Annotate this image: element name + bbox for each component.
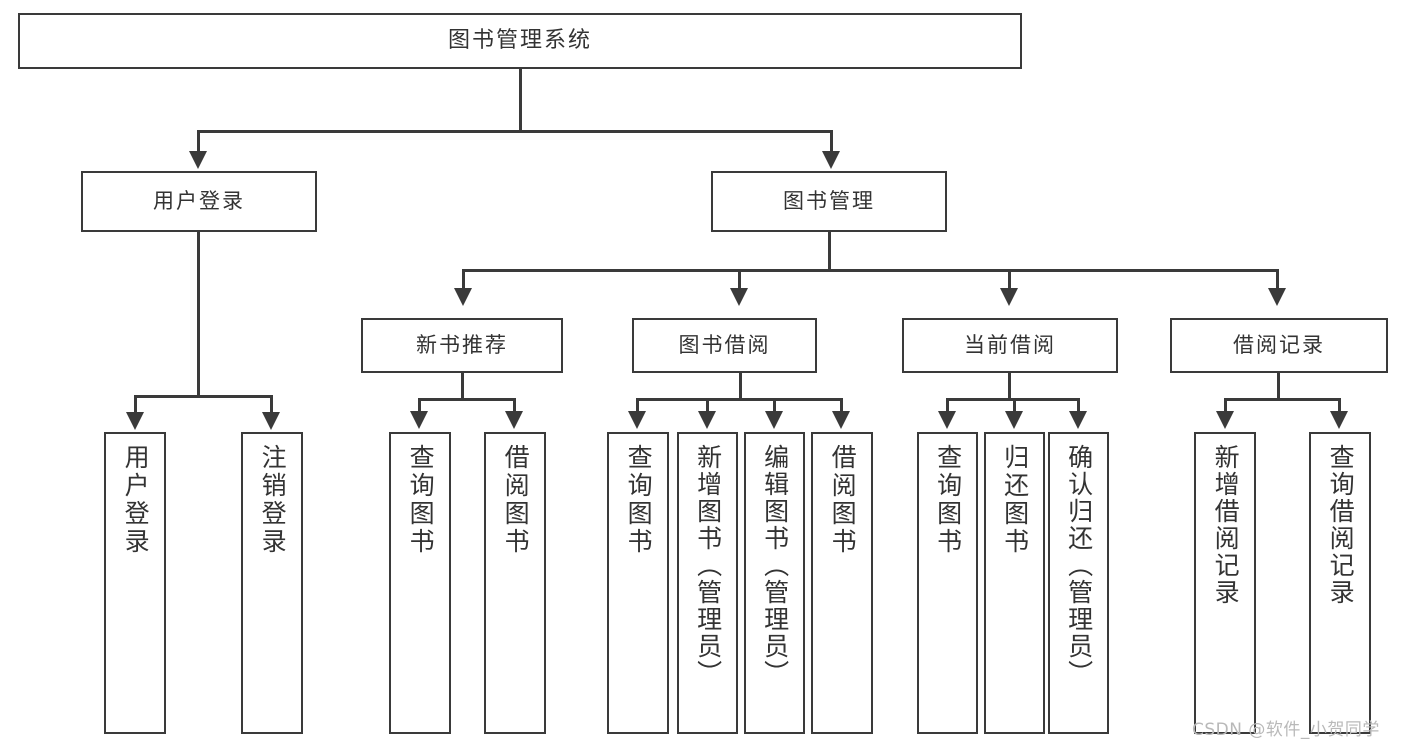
leaf-query-book-borrow[interactable]: 查询图书 [607, 432, 669, 734]
connector-user-login-child-2 [270, 395, 273, 415]
node-label: 查询图书 [624, 444, 654, 556]
arrowhead-leaf-borrow-book-a [505, 411, 523, 429]
arrowhead-to-book-borrow [730, 288, 748, 306]
connector-user-login-stem [197, 232, 200, 398]
leaf-add-borrow-record[interactable]: 新增借阅记录 [1194, 432, 1256, 734]
leaf-logout[interactable]: 注销登录 [241, 432, 303, 734]
connector-to-user-login [197, 130, 200, 155]
leaf-borrow-book-borrow[interactable]: 借阅图书 [811, 432, 873, 734]
leaf-borrow-book-recommend[interactable]: 借阅图书 [484, 432, 546, 734]
node-user-login[interactable]: 用户登录 [81, 171, 317, 232]
leaf-edit-book-admin[interactable]: 编辑图书（管理员） [744, 432, 805, 734]
connector-new-book-recommend-stem [461, 373, 464, 401]
node-label: 查询图书 [406, 444, 436, 556]
connector-current-borrow-stem [1008, 373, 1011, 401]
connector-user-login-child-1 [134, 395, 137, 415]
leaf-add-book-admin[interactable]: 新增图书（管理员） [677, 432, 738, 734]
connector-cb-child-3 [1077, 398, 1080, 414]
connector-to-book-management [830, 130, 833, 155]
node-label: 新增借阅记录 [1211, 444, 1241, 606]
arrowhead-leaf-borrow-book-b [832, 411, 850, 429]
connector-borrow-record-stem [1277, 373, 1280, 401]
connector-book-borrow-bus [636, 398, 842, 401]
node-new-book-recommend[interactable]: 新书推荐 [361, 318, 563, 373]
arrowhead-leaf-user-login [126, 412, 144, 430]
arrowhead-to-new-book-recommend [454, 288, 472, 306]
connector-new-book-recommend-bus [418, 398, 516, 401]
connector-root-stem [519, 69, 522, 132]
connector-br-child-2 [1338, 398, 1341, 414]
node-book-management[interactable]: 图书管理 [711, 171, 947, 232]
leaf-query-book-recommend[interactable]: 查询图书 [389, 432, 451, 734]
node-label: 查询图书 [933, 444, 963, 556]
connector-bb-child-3 [773, 398, 776, 414]
connector-level3-bus [462, 269, 1279, 272]
node-label: 查询借阅记录 [1326, 444, 1356, 606]
connector-cb-child-1 [946, 398, 949, 414]
connector-nbr-child-2 [513, 398, 516, 414]
node-label: 归还图书 [1000, 444, 1030, 556]
leaf-query-book-current[interactable]: 查询图书 [917, 432, 978, 734]
connector-br-child-1 [1224, 398, 1227, 414]
arrowhead-leaf-add-book [698, 411, 716, 429]
node-label: 当前借阅 [964, 333, 1056, 358]
connector-to-new-book-recommend [462, 269, 465, 291]
node-current-borrow[interactable]: 当前借阅 [902, 318, 1118, 373]
arrowhead-to-book-management [822, 151, 840, 169]
connector-user-login-bus [134, 395, 273, 398]
csdn-watermark: CSDN @软件_小贺同学 [1192, 720, 1380, 740]
arrowhead-leaf-return-book [1005, 411, 1023, 429]
connector-book-borrow-stem [739, 373, 742, 401]
node-label: 借阅图书 [828, 444, 858, 556]
node-label: 图书借阅 [678, 333, 771, 358]
node-label: 新增图书（管理员） [693, 444, 723, 687]
node-label: 图书管理系统 [447, 28, 592, 54]
connector-to-current-borrow [1008, 269, 1011, 291]
arrowhead-leaf-query-book-c [938, 411, 956, 429]
node-label: 借阅图书 [501, 444, 531, 556]
node-label: 借阅记录 [1233, 333, 1325, 358]
node-label: 用户登录 [153, 189, 245, 214]
connector-root-bus [197, 130, 833, 133]
arrowhead-leaf-logout [262, 412, 280, 430]
connector-book-management-stem [828, 232, 831, 271]
leaf-return-book[interactable]: 归还图书 [984, 432, 1045, 734]
arrowhead-to-user-login [189, 151, 207, 169]
arrowhead-leaf-confirm-return [1069, 411, 1087, 429]
connector-nbr-child-1 [418, 398, 421, 414]
arrowhead-leaf-query-borrow-record [1330, 411, 1348, 429]
leaf-confirm-return-admin[interactable]: 确认归还（管理员） [1048, 432, 1109, 734]
arrowhead-leaf-query-book-a [410, 411, 428, 429]
connector-bb-child-1 [636, 398, 639, 414]
arrowhead-leaf-add-borrow-record [1216, 411, 1234, 429]
node-borrow-record[interactable]: 借阅记录 [1170, 318, 1388, 373]
arrowhead-leaf-edit-book [765, 411, 783, 429]
node-label: 新书推荐 [416, 333, 508, 358]
arrowhead-leaf-query-book-b [628, 411, 646, 429]
connector-cb-child-2 [1013, 398, 1016, 414]
connector-bb-child-4 [840, 398, 843, 414]
leaf-query-borrow-record[interactable]: 查询借阅记录 [1309, 432, 1371, 734]
connector-to-borrow-record [1276, 269, 1279, 291]
node-label: 图书管理 [783, 189, 875, 214]
node-root-book-management-system[interactable]: 图书管理系统 [18, 13, 1022, 69]
arrowhead-to-borrow-record [1268, 288, 1286, 306]
node-label: 用户登录 [121, 444, 151, 556]
node-label: 注销登录 [258, 444, 288, 556]
leaf-user-login[interactable]: 用户登录 [104, 432, 166, 734]
connector-to-book-borrow [738, 269, 741, 291]
arrowhead-to-current-borrow [1000, 288, 1018, 306]
node-book-borrow[interactable]: 图书借阅 [632, 318, 817, 373]
connector-borrow-record-bus [1224, 398, 1341, 401]
connector-bb-child-2 [706, 398, 709, 414]
node-label: 确认归还（管理员） [1064, 444, 1094, 687]
node-label: 编辑图书（管理员） [760, 444, 790, 687]
